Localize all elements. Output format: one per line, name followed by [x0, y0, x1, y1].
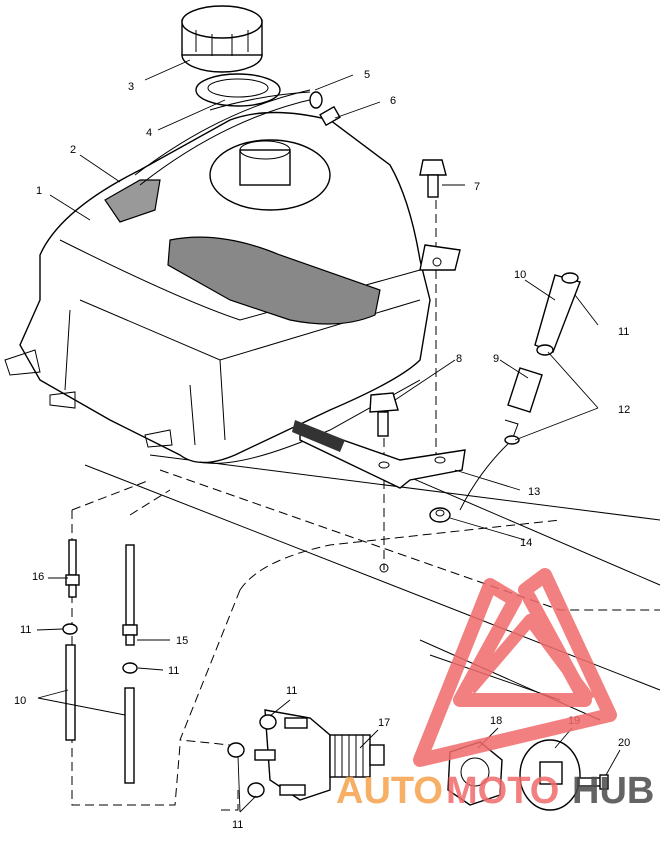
- label-18: 18: [490, 715, 502, 727]
- fuel-tank: [4, 89, 431, 464]
- leader-lines: [36, 59, 621, 813]
- label-15: 15: [176, 635, 188, 647]
- label-12: 12: [618, 404, 630, 416]
- tank-rear-bracket: [419, 244, 461, 271]
- label-4: 4: [146, 127, 152, 139]
- mounting-bracket: [292, 420, 466, 489]
- label-1: 1: [36, 185, 42, 197]
- label-6: 6: [390, 95, 396, 107]
- vent-fitting: [319, 105, 341, 127]
- fuel-hoses-10: [65, 644, 135, 784]
- fuel-fitting-16: [65, 539, 80, 598]
- valve-knob: [519, 739, 581, 811]
- label-5: 5: [364, 69, 370, 81]
- label-3: 3: [128, 81, 134, 93]
- knob-screw: [577, 774, 609, 790]
- label-9: 9: [493, 353, 499, 365]
- fuel-line-upper: [534, 272, 581, 356]
- hose-clamps-left: [62, 623, 138, 674]
- mounting-bolt-upper: [419, 159, 447, 470]
- label-8: 8: [456, 353, 462, 365]
- part-labels: 1 2 3 4 5 6 7 8 9 10 11 12 13 14 16 11 1…: [14, 69, 630, 831]
- fuel-pickup-tube-15: [122, 544, 138, 646]
- label-11-valve: 11: [286, 685, 297, 697]
- label-20: 20: [618, 737, 630, 749]
- vent-hose: [209, 91, 323, 111]
- watermark-hub: HUB: [572, 770, 654, 812]
- label-10-lower: 10: [14, 695, 26, 707]
- cap-gasket: [195, 73, 281, 107]
- label-7: 7: [474, 181, 480, 193]
- label-11-left: 11: [20, 624, 31, 636]
- fuel-valve: [254, 709, 385, 801]
- label-11-mid: 11: [168, 665, 179, 677]
- label-11-bottom: 11: [232, 819, 243, 831]
- watermark-auto: AUTO: [336, 770, 443, 812]
- label-14: 14: [520, 537, 532, 549]
- watermark-moto: MOTO: [446, 770, 559, 812]
- label-13: 13: [528, 486, 540, 498]
- label-2: 2: [70, 144, 76, 156]
- flange-nut: [429, 507, 451, 523]
- label-17: 17: [378, 717, 390, 729]
- automotohub-watermark: AUTO MOTO HUB: [336, 568, 654, 812]
- label-16: 16: [32, 571, 44, 583]
- fuel-filter: [459, 367, 543, 511]
- fuel-cap: [181, 5, 263, 73]
- label-11-upper: 11: [618, 326, 629, 338]
- valve-clamps: [227, 714, 277, 798]
- label-10-upper: 10: [514, 269, 526, 281]
